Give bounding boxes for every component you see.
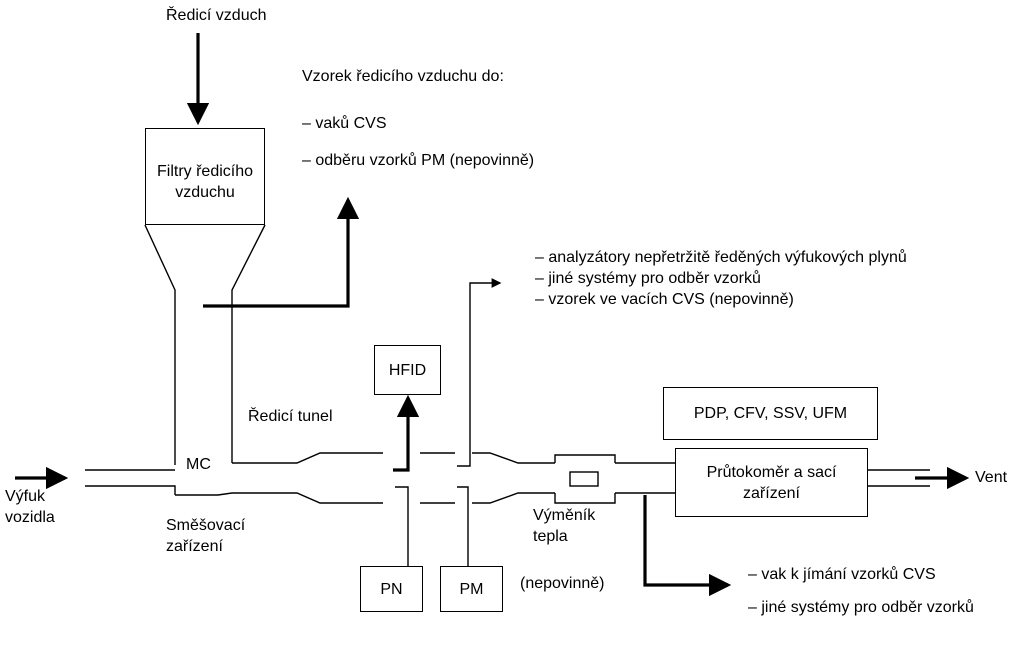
cvs-bag-arrow — [643, 495, 732, 597]
mc-label: MC — [186, 456, 211, 473]
dilution-sample-item-1: – vaků CVS — [302, 115, 387, 132]
dilution-sample-title: Vzorek ředicího vzduchu do: — [302, 68, 504, 85]
funnel-left-wall — [144, 224, 176, 465]
analyzer-item-2: – jiné systémy pro odběr vzorků — [535, 270, 761, 287]
dilution-sample-item-2: – odběru vzorků PM (nepovinně) — [302, 152, 535, 169]
dilution-air-label: Ředicí vzduch — [166, 7, 267, 24]
exhaust-label-2: vozidla — [5, 509, 55, 526]
heat-exchanger-label-2: tepla — [533, 528, 568, 545]
dilution-sample-arrow — [203, 196, 360, 308]
flowmeter-box: Průtokoměr a sací zařízení — [675, 448, 868, 517]
pm-probe-line — [457, 486, 469, 568]
pm-box: PM — [440, 566, 503, 612]
heat-exchanger — [569, 471, 599, 487]
mixer-label-2: zařízení — [166, 538, 223, 555]
tunnel-label: Ředicí tunel — [248, 408, 333, 425]
filter-box: Filtry ředicího vzduchu — [145, 128, 265, 225]
tunnel-top-wall — [232, 452, 555, 464]
pn-probe-line — [395, 486, 409, 568]
pdp-box: PDP, CFV, SSV, UFM — [663, 387, 878, 440]
analyzer-probe-line — [457, 278, 502, 467]
heat-exchanger-bottom — [554, 493, 616, 504]
vent-label: Vent — [975, 469, 1008, 486]
optional-label: (nepovinně) — [520, 575, 605, 592]
tunnel-bottom-wall — [175, 492, 555, 504]
analyzer-item-3: – vzorek ve vacích CVS (nepovinně) — [535, 291, 794, 308]
funnel-right-wall — [231, 224, 266, 463]
exhaust-pipe-bottom — [85, 485, 176, 495]
analyzer-item-1: – analyzátory nepřetržitě ředěných výfuk… — [535, 249, 907, 266]
heat-exchanger-top — [554, 454, 616, 463]
cvs-bag-item-1: – vak k jímání vzorků CVS — [748, 566, 936, 583]
heat-exchanger-label-1: Výměník — [533, 507, 596, 524]
mixer-label-1: Směšovací — [166, 517, 246, 534]
cvs-bag-item-2: – jiné systémy pro odběr vzorků — [748, 599, 974, 616]
exhaust-label-1: Výfuk — [5, 488, 46, 505]
pn-box: PN — [360, 566, 423, 612]
hfid-box: HFID — [374, 345, 441, 395]
hfid-probe-arrow — [393, 394, 420, 472]
